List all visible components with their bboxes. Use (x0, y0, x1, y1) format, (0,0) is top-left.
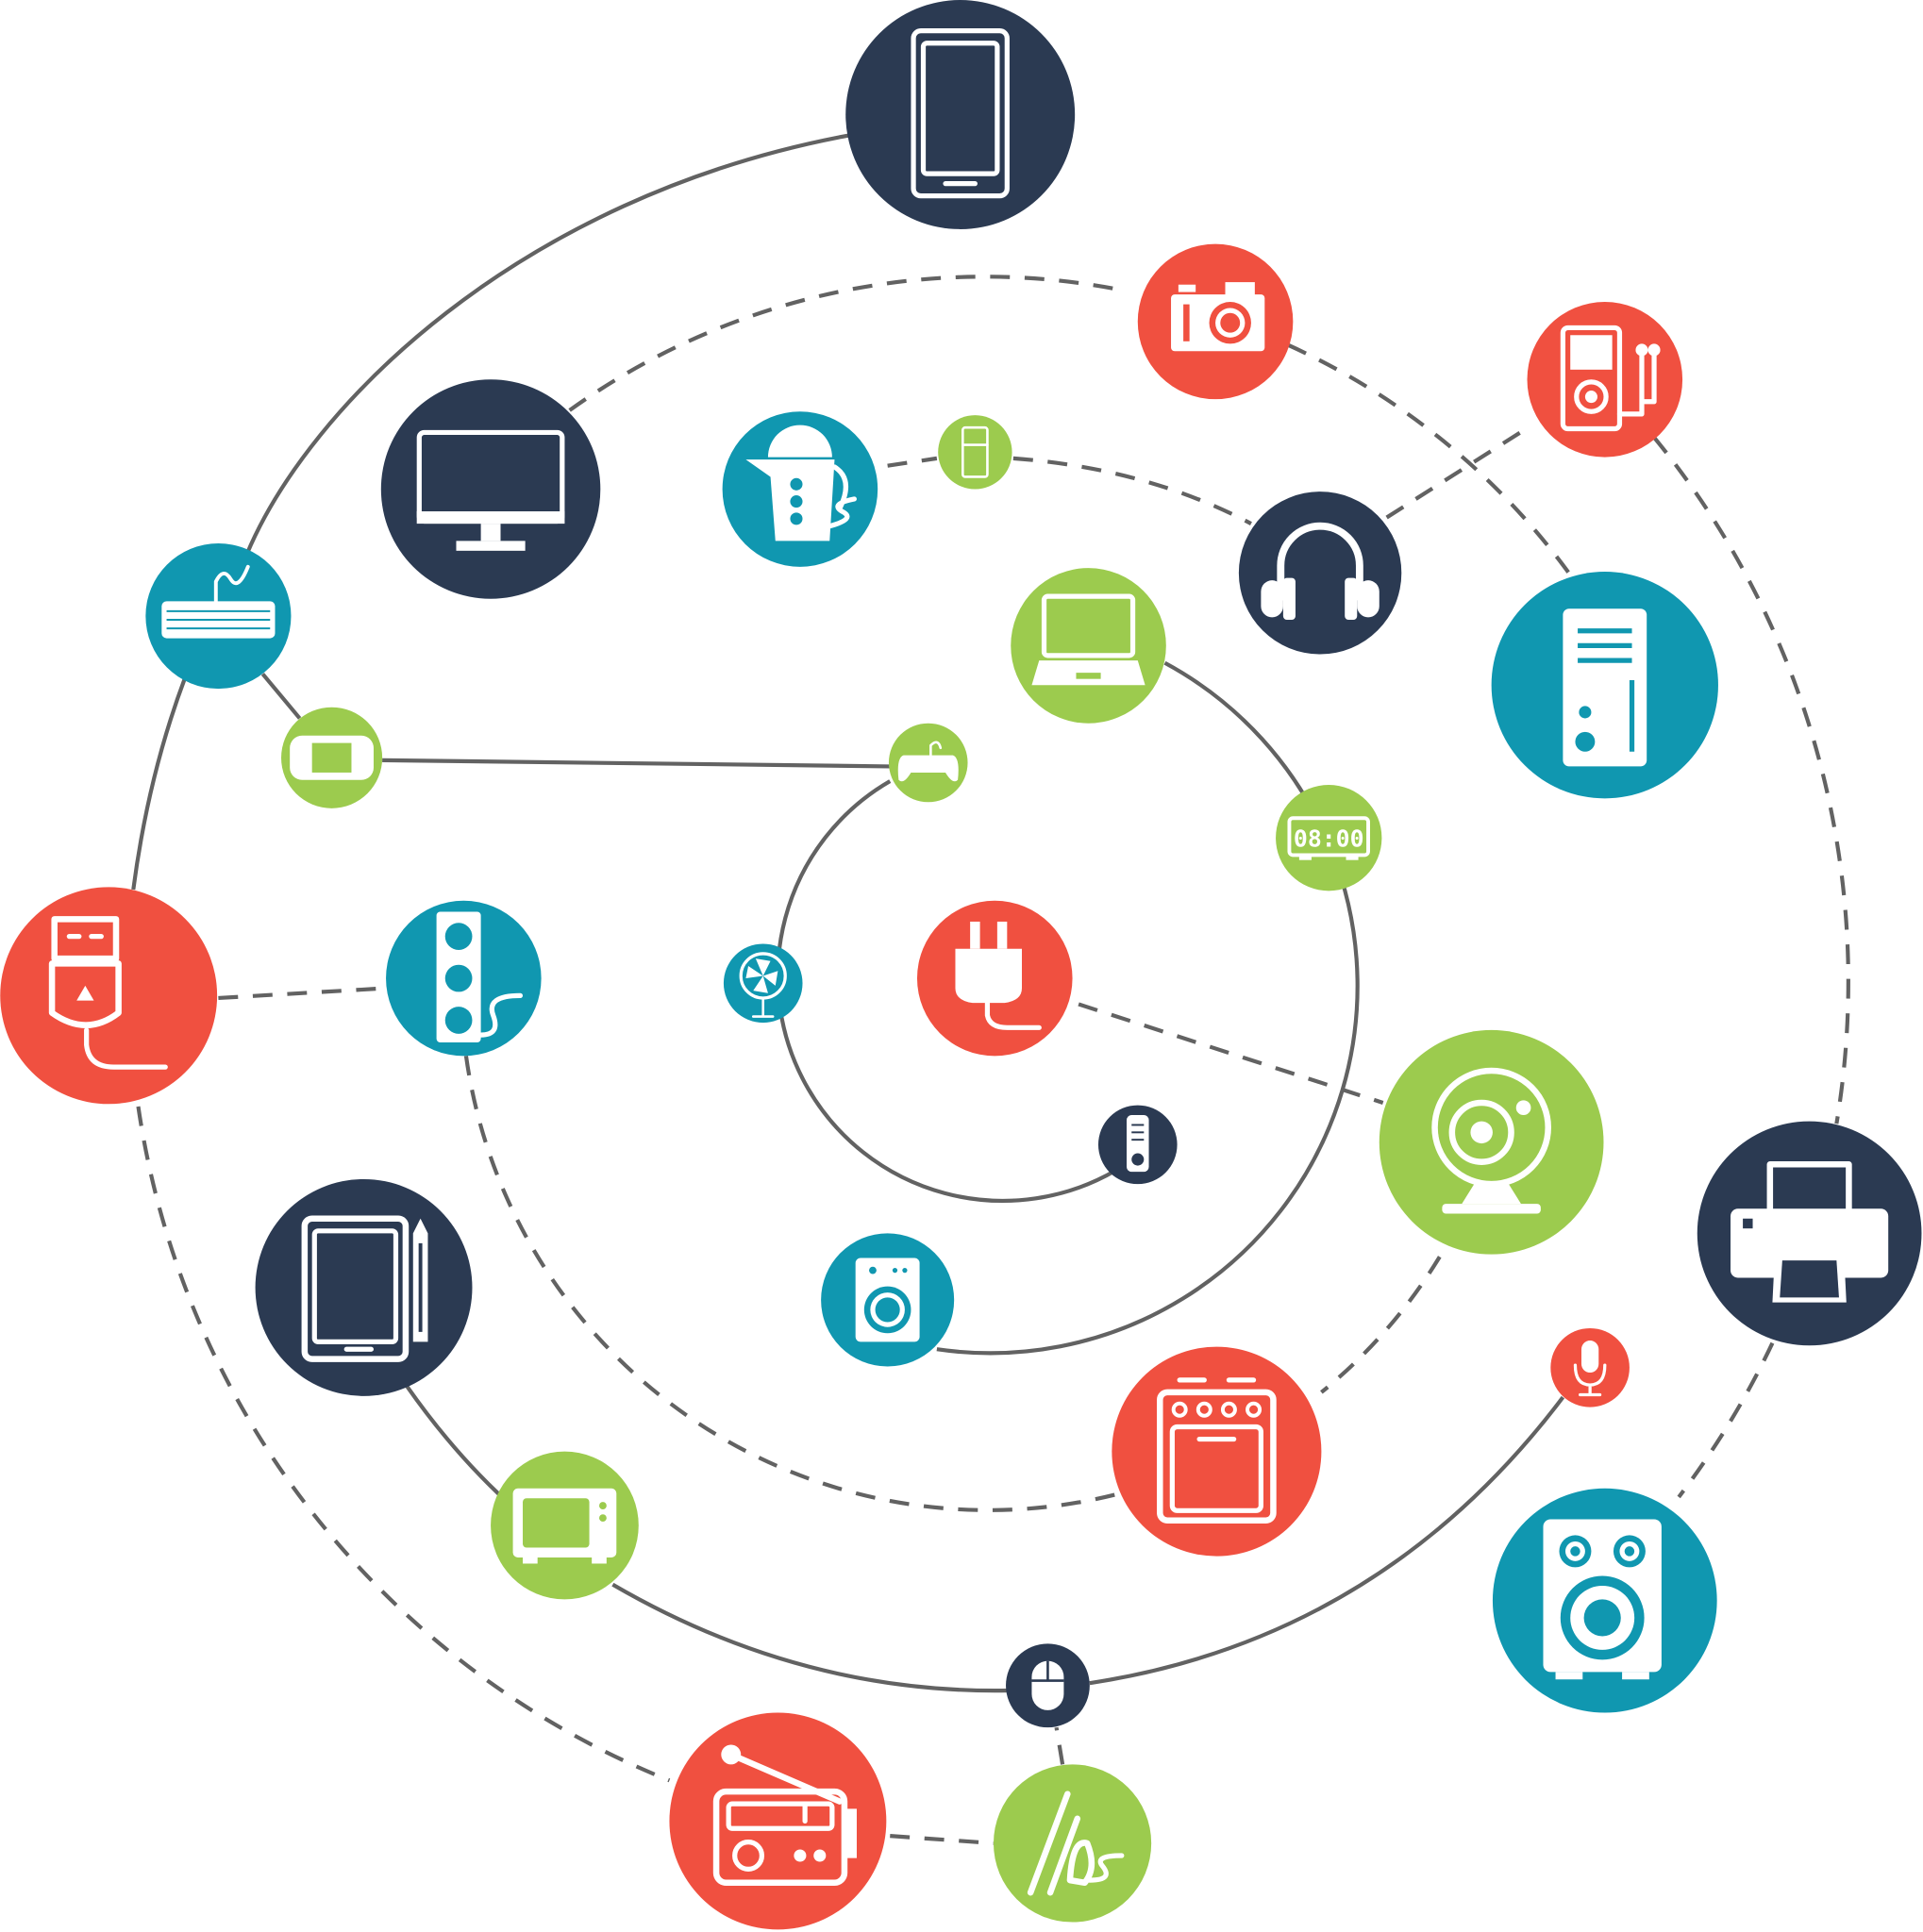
webcam-node (1379, 1029, 1604, 1255)
handheld-gamepad-line (382, 758, 891, 769)
mp3-printer-dash (1652, 436, 1850, 1124)
digital-clock-icon (1287, 816, 1370, 860)
printer-icon (1731, 1161, 1889, 1303)
tablet-with-stylus-icon (301, 1215, 428, 1362)
mp3-player-icon (1560, 325, 1661, 432)
tv-mouse-line (611, 1582, 1009, 1693)
remote-control-node (1097, 1105, 1178, 1185)
fan-icon (739, 952, 787, 1018)
kettle-icon (745, 425, 857, 541)
laptop-icon (1031, 593, 1145, 686)
power-plug-icon (955, 921, 1042, 1030)
radio-iron-dash (890, 1834, 995, 1846)
mp3-player-node (1527, 302, 1683, 458)
washing-machine-icon (855, 1257, 920, 1342)
pc-tower-node (1491, 572, 1718, 799)
connectors (131, 133, 1850, 1846)
monitor-node (380, 379, 601, 599)
monitor-camera-dash (568, 275, 1120, 412)
handheld-console-icon (290, 735, 374, 780)
remote-control-icon (1127, 1115, 1149, 1173)
plug-webcam-dash (1078, 1002, 1384, 1105)
power-strip-icon (436, 911, 524, 1042)
laptop-node (1011, 568, 1166, 724)
webcam-oven-dash (1320, 1256, 1442, 1394)
tv-icon (512, 1488, 617, 1564)
smartphone-node (845, 0, 1076, 229)
usb-strip-dash (218, 986, 387, 1001)
camera-tower-dash (1287, 342, 1574, 578)
fridge-node (938, 415, 1012, 490)
speaker-icon (1543, 1519, 1662, 1680)
keyboard-handheld-line (260, 673, 302, 720)
fridge-headphones-dash (1012, 456, 1252, 525)
kettle-node (722, 411, 878, 567)
outer-solid-arc-top (244, 133, 849, 556)
keyboard-usb-line (131, 676, 188, 891)
digital-clock-node: 08:00 (1276, 785, 1382, 891)
handheld-console-node (281, 707, 383, 808)
mouse-node (1006, 1643, 1090, 1728)
power-plug-node (916, 900, 1073, 1057)
camera-node (1137, 243, 1294, 400)
headphones-mp3-dash (1385, 429, 1524, 520)
kettle-fridge-dash (887, 456, 938, 468)
camera-icon (1171, 282, 1265, 352)
webcam-icon (1431, 1067, 1551, 1214)
printer-speaker-dash (1677, 1341, 1775, 1499)
radio-icon (712, 1744, 857, 1887)
usb-plug-node (0, 887, 218, 1105)
gamepad-icon (897, 741, 959, 782)
iron-mouse-dash (1054, 1726, 1065, 1765)
smartphone-icon (911, 28, 1010, 199)
microphone-icon (1573, 1341, 1607, 1397)
tablet-with-stylus-node (255, 1178, 473, 1396)
keyboard-icon (161, 564, 276, 639)
fridge-icon (961, 425, 989, 478)
oven-node (1112, 1346, 1322, 1557)
headphones-node (1238, 491, 1402, 655)
pc-tower-icon (1563, 608, 1647, 767)
usb-plug-icon (48, 916, 168, 1070)
keyboard-node (145, 543, 292, 690)
tv-node (491, 1451, 639, 1600)
gamepad-node (888, 723, 968, 803)
middle-solid-arc (936, 660, 1360, 1356)
clock-time: 08:00 (1294, 824, 1364, 852)
inner-solid-arc (776, 779, 1117, 1204)
printer-node (1697, 1121, 1922, 1346)
tablet-tv-line (405, 1385, 501, 1496)
strip-oven-dash (463, 1056, 1116, 1512)
headphones-icon (1261, 522, 1380, 620)
mouse-mic-line (1089, 1395, 1565, 1686)
mouse-icon (1031, 1660, 1064, 1710)
monitor-icon (416, 429, 565, 551)
usb-radio-dash (136, 1106, 671, 1783)
washing-machine-node (821, 1233, 955, 1367)
oven-icon (1157, 1377, 1277, 1524)
fan-node (723, 943, 803, 1024)
speaker-node (1492, 1488, 1717, 1713)
microphone-node (1550, 1328, 1630, 1407)
iron-icon (1027, 1790, 1125, 1896)
power-strip-node (386, 900, 542, 1057)
iron-node (993, 1764, 1152, 1923)
radio-node (669, 1712, 887, 1930)
